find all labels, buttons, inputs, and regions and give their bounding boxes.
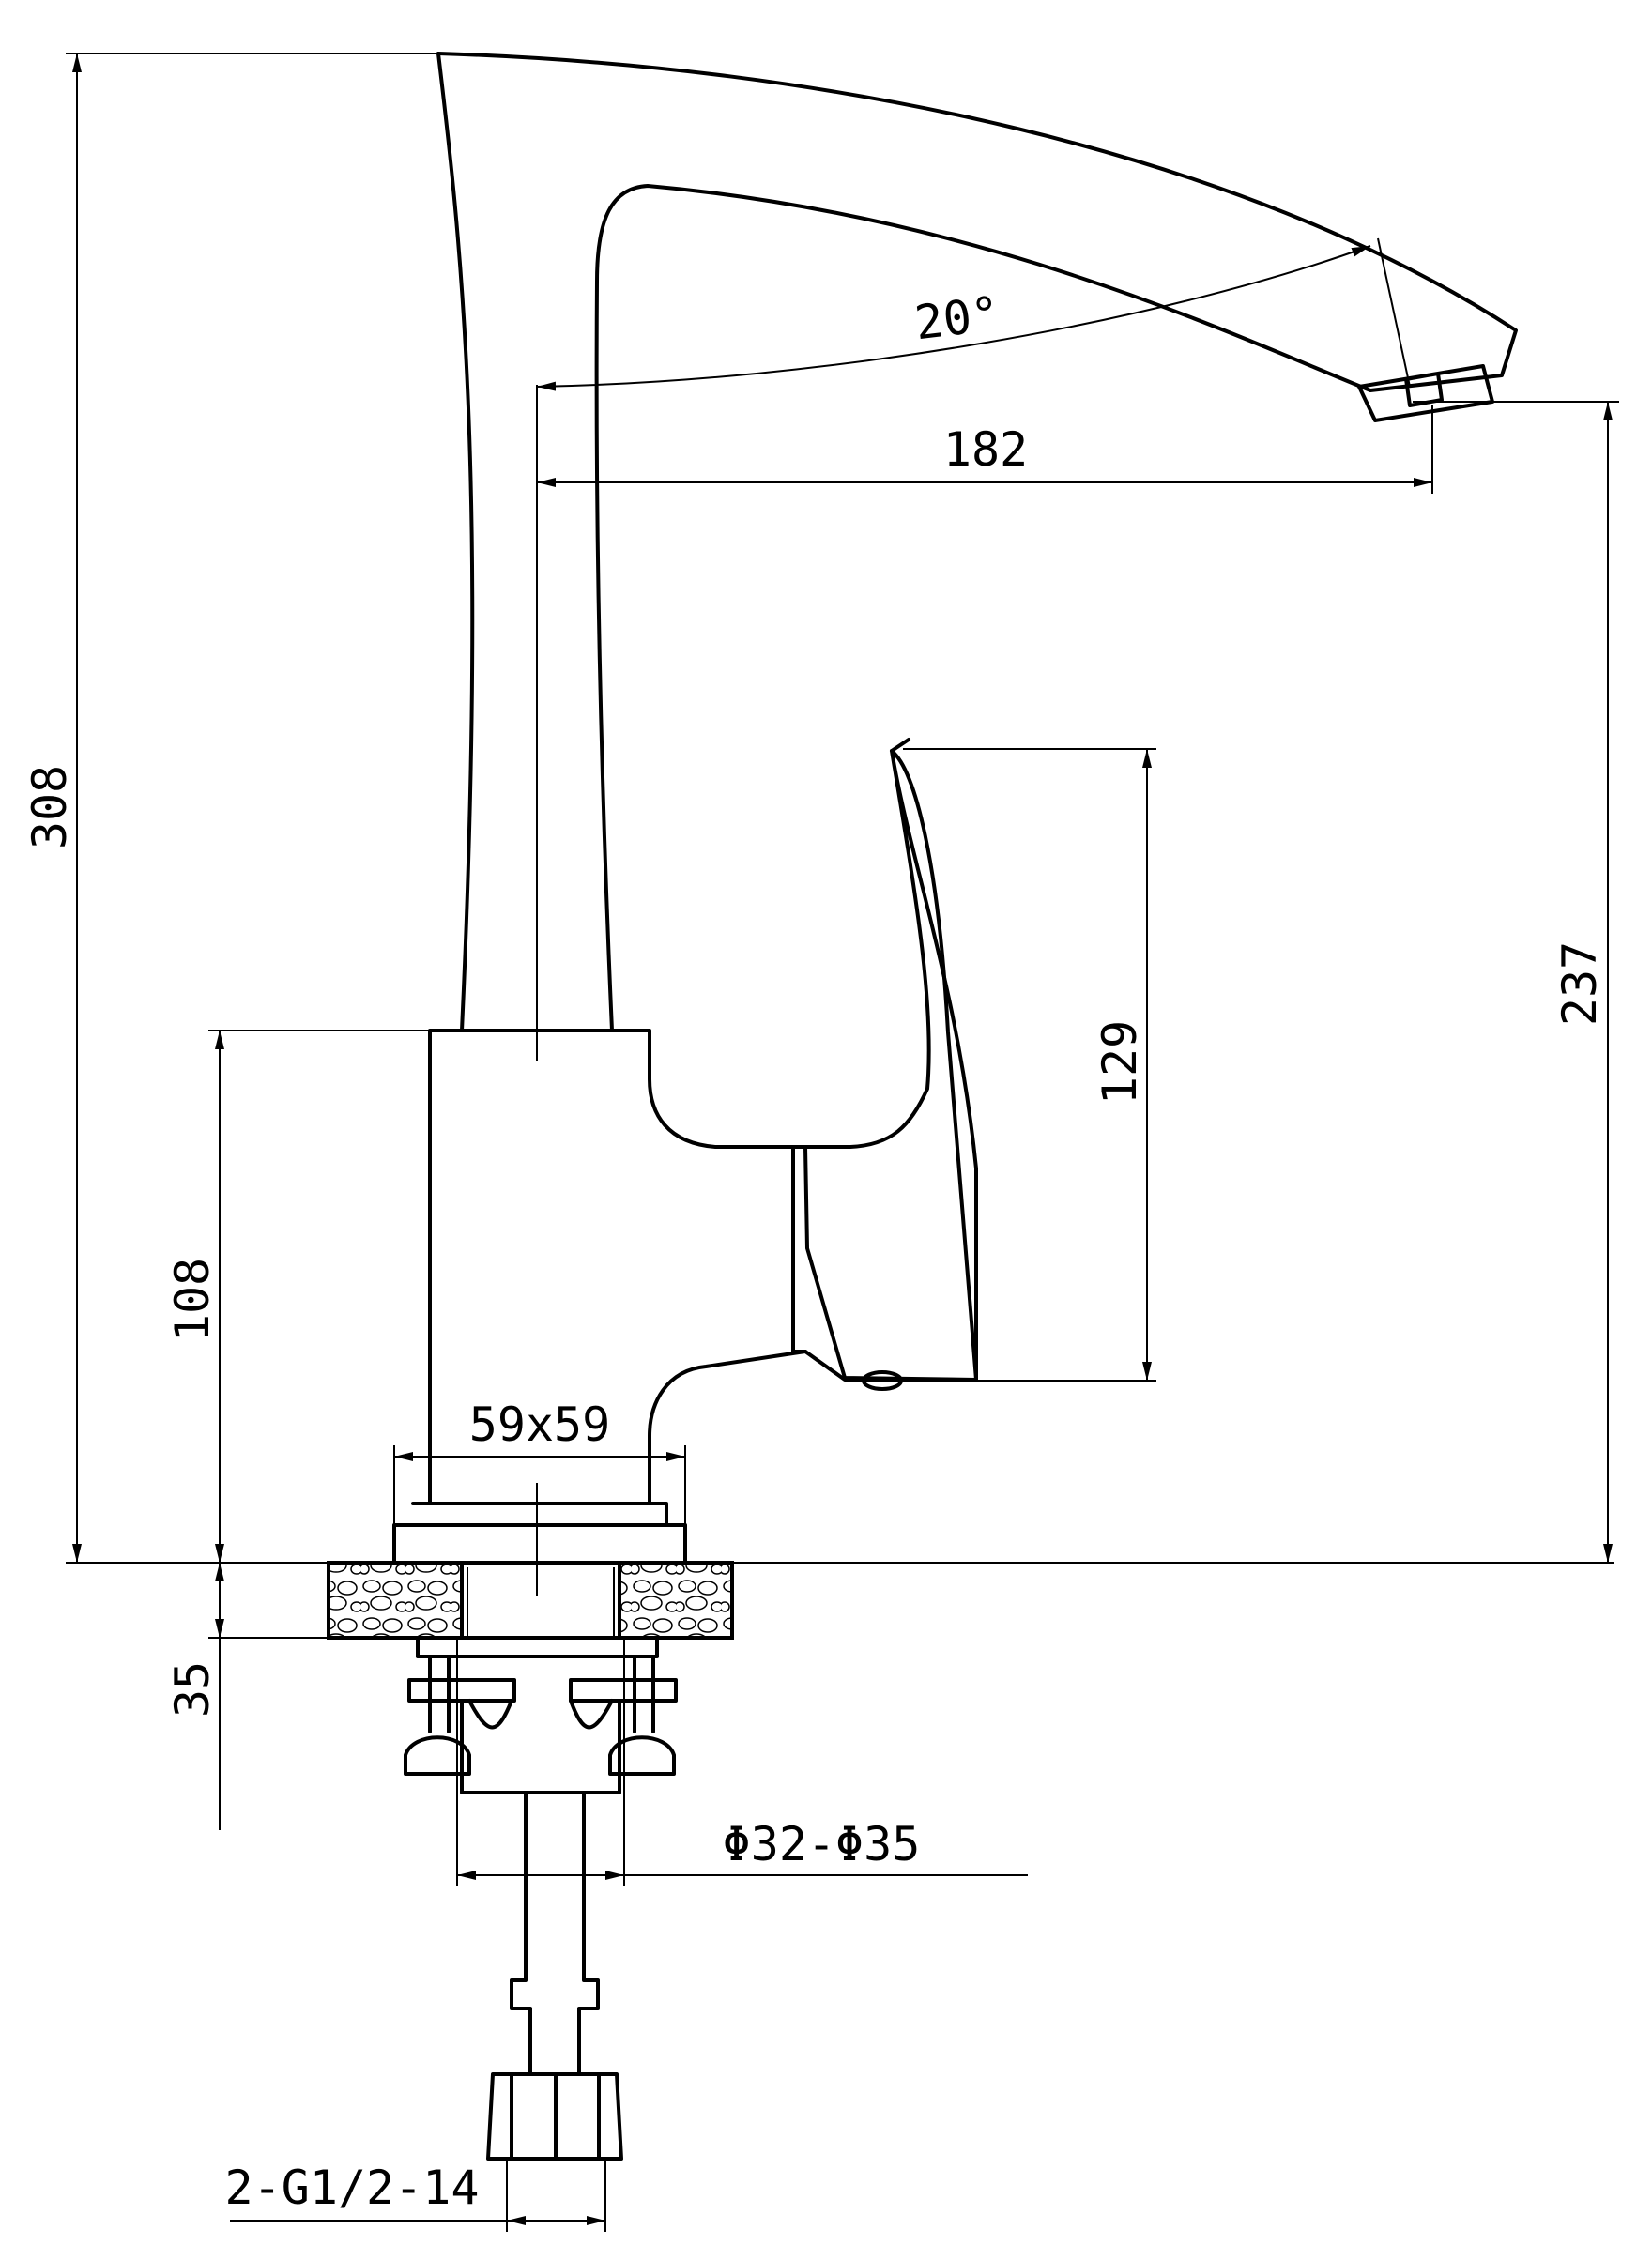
handle-knob <box>862 1370 903 1391</box>
dim-spout-angle: 20° <box>536 237 1411 391</box>
mounting-washer-left <box>407 1678 516 1703</box>
dim-body-height: 108 <box>165 1030 430 1563</box>
dim-body-height-label: 108 <box>165 1258 220 1342</box>
dim-spout-reach-label: 182 <box>943 422 1028 477</box>
handle-hub <box>791 1145 978 1382</box>
hex-nut <box>486 2072 623 2161</box>
mounting-plate <box>416 1636 659 1658</box>
dim-overall-height-label: 308 <box>23 765 77 849</box>
mounting-bolt-right <box>608 1655 676 1776</box>
dim-base-size: 59x59 <box>393 1397 686 1525</box>
aerator <box>1357 364 1494 422</box>
handle-lever <box>890 738 978 1382</box>
dim-connection-thread: 2-G1/2-14 <box>225 2159 606 2232</box>
dim-counter-thickness: 35 <box>165 1563 329 1830</box>
mounting-bolt-left <box>404 1655 471 1776</box>
base-flange <box>392 1502 687 1565</box>
dim-hole-diameter-label: Φ32-Φ35 <box>723 1817 921 1871</box>
dim-base-size-label: 59x59 <box>469 1397 611 1452</box>
dim-spout-height: 237 <box>1413 401 1619 1563</box>
dim-overall-height: 308 <box>23 53 1614 1564</box>
dim-hole-diameter: Φ32-Φ35 <box>456 1638 1028 1886</box>
dim-connection-thread-label: 2-G1/2-14 <box>225 2161 480 2215</box>
spout-back <box>436 52 475 1032</box>
dim-handle-height: 129 <box>903 748 1156 1382</box>
mounting-hardware <box>404 1636 678 2161</box>
dim-counter-thickness-label: 35 <box>165 1661 220 1718</box>
faucet-body <box>392 52 1518 1565</box>
countertop-section <box>327 1561 734 1640</box>
spout-outline <box>436 52 1518 1032</box>
dim-spout-reach: 182 <box>537 405 1433 494</box>
dim-handle-height-label: 129 <box>1093 1020 1147 1105</box>
body-block <box>428 749 978 1505</box>
dim-spout-angle-label: 20° <box>912 286 1003 351</box>
countertop-hole <box>460 1561 621 1640</box>
threaded-shank <box>460 1699 621 1794</box>
supply-hose <box>510 1791 600 2076</box>
dim-spout-height-label: 237 <box>1553 941 1607 1026</box>
